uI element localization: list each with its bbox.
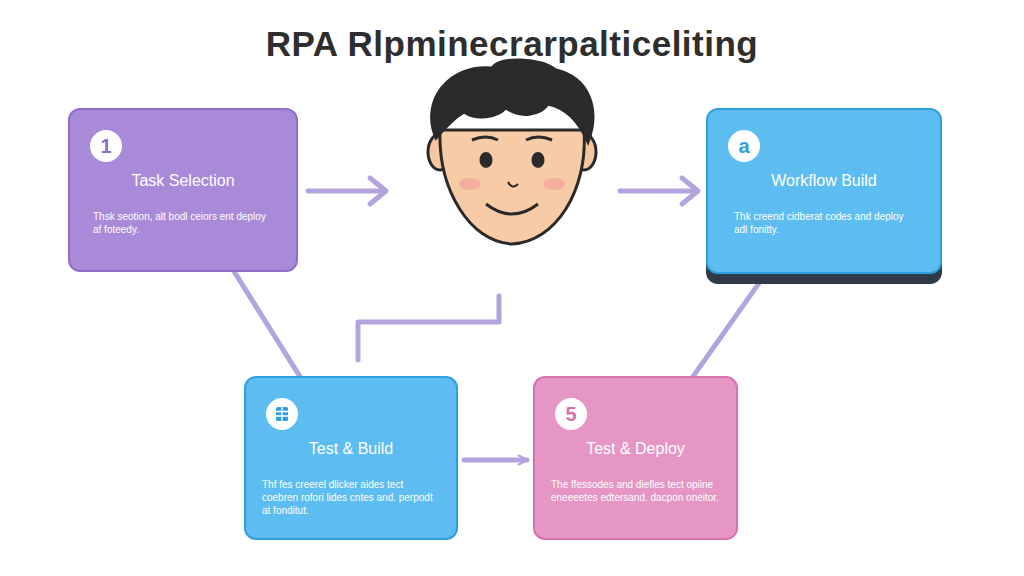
step-icon (266, 398, 298, 430)
step-badge: 1 (90, 130, 122, 162)
process-box: 5Test & DeployThe ffessodes and diefles … (533, 376, 738, 540)
box-description: Thk creend cidberat codes and deploy adl… (734, 210, 914, 236)
step-badge: 5 (555, 398, 587, 430)
box-description: Thf fes creerel dlicker aides tect coebr… (262, 478, 440, 517)
box-heading: Workflow Build (724, 172, 924, 190)
process-box: 1Task SelectionThsk seotion, alt bodl ce… (68, 108, 298, 272)
face-figure (428, 60, 596, 244)
step-badge: a (728, 130, 760, 162)
box-heading: Test & Build (262, 440, 440, 458)
diagram-title: RPA Rlpminecrarpalticeliting (0, 24, 1024, 64)
box-description: Thsk seotion, alt bodl ceiors ent deploy… (93, 210, 273, 236)
box-heading: Test & Deploy (551, 440, 720, 458)
box-description: The ffessodes and diefles tect opiine en… (551, 478, 720, 504)
process-box: Test & BuildThf fes creerel dlicker aide… (244, 376, 458, 540)
process-box: aWorkflow BuildThk creend cidberat codes… (706, 108, 942, 274)
flow-connector (464, 458, 527, 463)
box-heading: Task Selection (86, 172, 280, 190)
